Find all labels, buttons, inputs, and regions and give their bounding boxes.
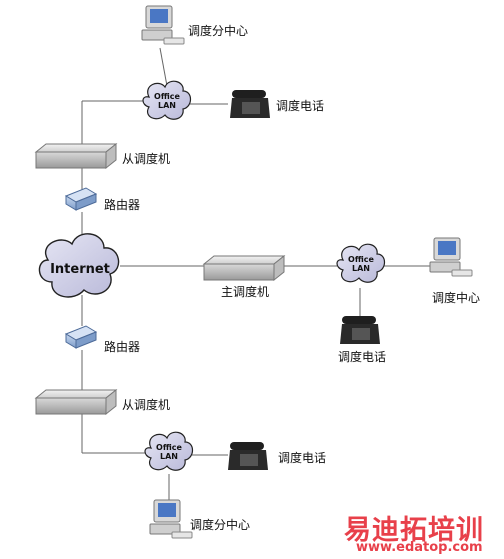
- phone-icon: [228, 442, 268, 470]
- top-pc-label: 调度分中心: [188, 24, 249, 38]
- lan-label-line1: Office: [154, 92, 180, 101]
- svg-text:Office: Office: [156, 443, 182, 452]
- office-lan-cloud: [142, 80, 192, 120]
- wire-top-pc-lan: [159, 47, 168, 87]
- lan-label-line2: LAN: [352, 264, 370, 273]
- top-phone-label: 调度电话: [276, 99, 325, 113]
- bottom-phone-label: 调度电话: [278, 451, 327, 465]
- office-lan-cloud: [336, 243, 386, 283]
- lan-label-line2: LAN: [158, 101, 176, 110]
- bottom-pc-label: 调度分中心: [190, 518, 251, 532]
- svg-text:Internet: Internet: [50, 262, 110, 277]
- connection-lines: [81, 47, 430, 500]
- watermark-url: www.edatop.com: [356, 540, 483, 555]
- master-label: 主调度机: [221, 285, 270, 299]
- top-router-label: 路由器: [104, 198, 141, 212]
- slave-switch-icon: [34, 388, 118, 416]
- svg-text:Office: Office: [348, 255, 374, 264]
- lan-label-line1: Office: [156, 443, 182, 452]
- right-pc-label: 调度中心: [432, 291, 481, 305]
- svg-text:LAN: LAN: [160, 452, 178, 461]
- master-switch-icon: [202, 254, 286, 282]
- lan-label-line1: Office: [348, 255, 374, 264]
- svg-text:Office: Office: [154, 92, 180, 101]
- computer-icon: [149, 499, 193, 539]
- phone-icon: [230, 90, 270, 118]
- router-icon: [64, 325, 98, 349]
- top-slave-label: 从调度机: [122, 152, 171, 166]
- internet-label: Internet: [50, 262, 110, 277]
- watermark-logo-text: 易迪拓培训: [344, 515, 484, 546]
- bottom-router-label: 路由器: [104, 340, 141, 354]
- computer-icon: [141, 5, 185, 45]
- svg-text:LAN: LAN: [158, 101, 176, 110]
- svg-text:LAN: LAN: [352, 264, 370, 273]
- right-phone-label: 调度电话: [338, 350, 387, 364]
- bottom-slave-label: 从调度机: [122, 398, 171, 412]
- slave-switch-icon: [34, 142, 118, 170]
- office-lan-cloud: [144, 431, 194, 471]
- router-icon: [64, 187, 98, 211]
- phone-icon: [340, 316, 380, 344]
- lan-label-line2: LAN: [160, 452, 178, 461]
- computer-icon: [429, 237, 473, 277]
- internet-cloud: [38, 233, 120, 298]
